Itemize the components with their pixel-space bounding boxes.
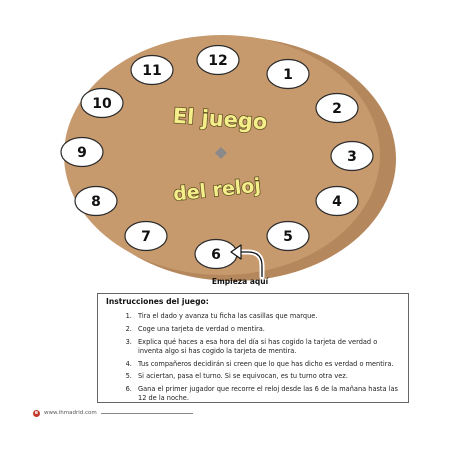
hour-cell-10[interactable]: 10 — [80, 87, 124, 119]
instruction-step: Gana el primer jugador que recorre el re… — [134, 385, 400, 403]
hour-cell-12[interactable]: 12 — [196, 44, 240, 76]
hour-cell-2[interactable]: 2 — [315, 92, 359, 124]
hour-cell-3[interactable]: 3 — [330, 140, 374, 172]
hour-cell-2-label: 2 — [332, 101, 342, 117]
hour-cell-11[interactable]: 11 — [130, 54, 174, 86]
hour-cells: 12 1 2 3 4 5 6 7 — [60, 44, 374, 270]
hour-cell-4[interactable]: 4 — [315, 185, 359, 217]
footer: e www.ihmadrid.com — [33, 408, 193, 418]
instructions-list: Tira el dado y avanza tu ficha las casil… — [106, 312, 400, 404]
hour-cell-5-label: 5 — [283, 229, 293, 245]
instruction-step: Si aciertan, pasa el turno. Si se equivo… — [134, 372, 400, 381]
center-diamond-icon — [215, 147, 227, 159]
hour-cell-1-label: 1 — [283, 67, 293, 83]
hour-cell-9-label: 9 — [77, 145, 87, 161]
hour-cell-10-label: 10 — [92, 96, 112, 112]
hour-cell-1[interactable]: 1 — [266, 58, 310, 90]
curved-arrow-icon — [230, 244, 265, 280]
instructions-heading: Instrucciones del juego: — [106, 297, 209, 306]
hour-cell-6[interactable]: 6 — [194, 238, 238, 270]
ih-logo-icon: e — [33, 409, 40, 417]
hour-cell-8[interactable]: 8 — [74, 185, 118, 217]
hour-cell-12-label: 12 — [208, 53, 227, 69]
hour-cell-5[interactable]: 5 — [266, 220, 310, 252]
hour-cell-8-label: 8 — [91, 194, 101, 210]
hour-cell-7[interactable]: 7 — [124, 220, 168, 252]
footer-divider — [100, 412, 193, 414]
instruction-step: Explica qué haces a esa hora del día si … — [134, 338, 400, 356]
hour-cell-3-label: 3 — [347, 149, 357, 165]
hour-cell-11-label: 11 — [142, 63, 161, 79]
instruction-step: Coge una tarjeta de verdad o mentira. — [134, 325, 400, 334]
instruction-step: Tus compañeros decidirán si creen que lo… — [134, 360, 400, 369]
start-label: Empieza aquí — [212, 277, 269, 286]
footer-url[interactable]: www.ihmadrid.com — [44, 410, 97, 416]
hour-cell-7-label: 7 — [141, 229, 151, 245]
instruction-step: Tira el dado y avanza tu ficha las casil… — [134, 312, 400, 321]
hour-cell-9[interactable]: 9 — [60, 136, 104, 168]
instructions-box: Instrucciones del juego: Tira el dado y … — [97, 293, 409, 403]
hour-cell-4-label: 4 — [332, 194, 342, 210]
hour-cell-6-label: 6 — [211, 247, 221, 263]
